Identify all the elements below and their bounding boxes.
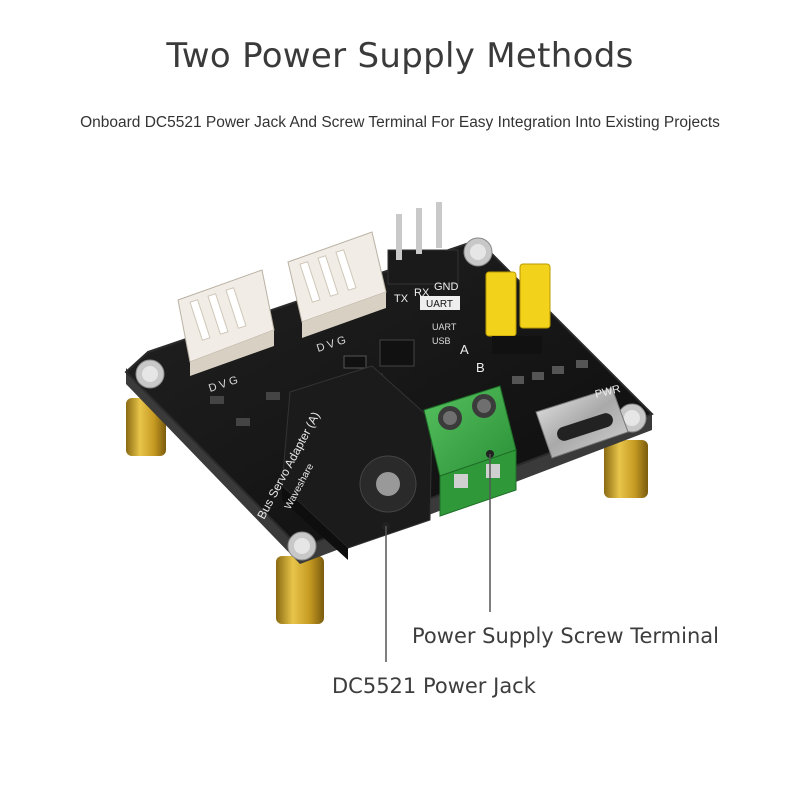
servo-connector-1 [177,269,275,376]
callout-lines [382,450,494,662]
screw-terminal-callout: Power Supply Screw Terminal [412,624,719,648]
standoff-front [276,556,324,624]
mode-b-label: USB [432,336,451,346]
dc-power-jack [281,365,433,560]
servo-connector-2 [287,231,387,338]
uart-pin-tx: TX [394,293,409,305]
uart-label: UART [426,299,453,310]
uart-label-box [420,296,460,310]
pcb-edge [126,368,652,564]
jumper-a-label: A [460,342,469,357]
page-subtitle: Onboard DC5521 Power Jack And Screw Term… [80,114,720,131]
mode-a-label: UART [432,322,457,332]
usb-c-port [535,387,629,459]
uart-pin-header [387,202,459,285]
power-jack-callout: DC5521 Power Jack [332,674,536,698]
standoff-right [604,440,648,498]
jumper-b-label: B [476,360,485,375]
page-title: Two Power Supply Methods [166,36,634,76]
jumper-block [485,263,551,354]
uart-pin-gnd: GND [434,281,459,293]
smd-components [210,339,588,426]
